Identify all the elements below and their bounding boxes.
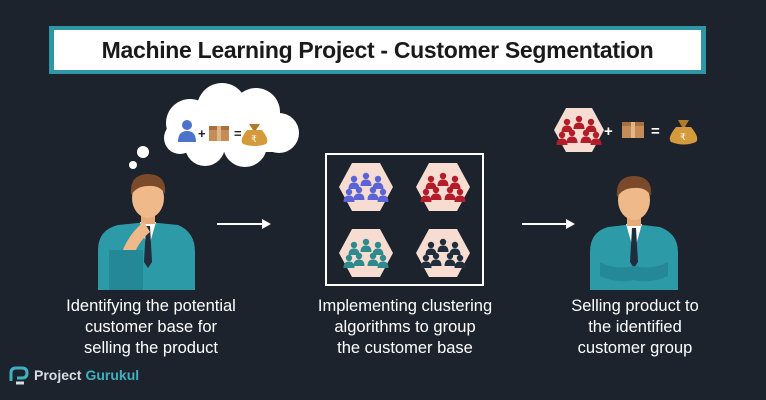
- thinking-person: [98, 174, 195, 290]
- project-gurukul-logo-icon: [9, 366, 29, 385]
- watermark-gurukul: Gurukul: [85, 367, 140, 383]
- cluster-hexagon-blue: [339, 163, 393, 211]
- plus-sign: +: [604, 123, 613, 140]
- cloud-equation: + = ₹: [178, 120, 268, 146]
- currency-symbol: ₹: [251, 135, 257, 145]
- cluster-hexagon-red: [416, 163, 470, 211]
- project-gurukul-watermark: Project Gurukul: [8, 364, 139, 386]
- equals-sign: =: [234, 126, 242, 141]
- customer-group-hexagon: [554, 108, 604, 152]
- currency-symbol: ₹: [680, 133, 686, 143]
- customer-icon: [178, 120, 196, 142]
- step-3-caption: Selling product to the identified custom…: [571, 297, 699, 357]
- cluster-hexagon-teal: [339, 229, 393, 277]
- clustering-box: [325, 153, 484, 286]
- money-bag-icon: ₹: [241, 124, 268, 146]
- step-2-caption: Implementing clustering algorithms to gr…: [317, 297, 493, 357]
- product-box-icon: [209, 126, 229, 141]
- arrow-right-1: [217, 219, 271, 229]
- confident-person: [590, 176, 678, 290]
- arrow-right-2: [522, 219, 575, 229]
- page-title: Machine Learning Project - Customer Segm…: [54, 30, 701, 70]
- product-box-icon: [622, 122, 644, 138]
- watermark-project: Project: [34, 367, 82, 383]
- step-1-caption: Identifying the potential customer base …: [66, 297, 236, 357]
- money-bag-icon: ₹: [669, 120, 698, 145]
- title-banner: Machine Learning Project - Customer Segm…: [49, 26, 706, 74]
- equals-sign: =: [651, 123, 660, 140]
- result-equation: + = ₹: [554, 108, 698, 152]
- plus-sign: +: [198, 126, 206, 141]
- cluster-hexagon-dark: [416, 229, 470, 277]
